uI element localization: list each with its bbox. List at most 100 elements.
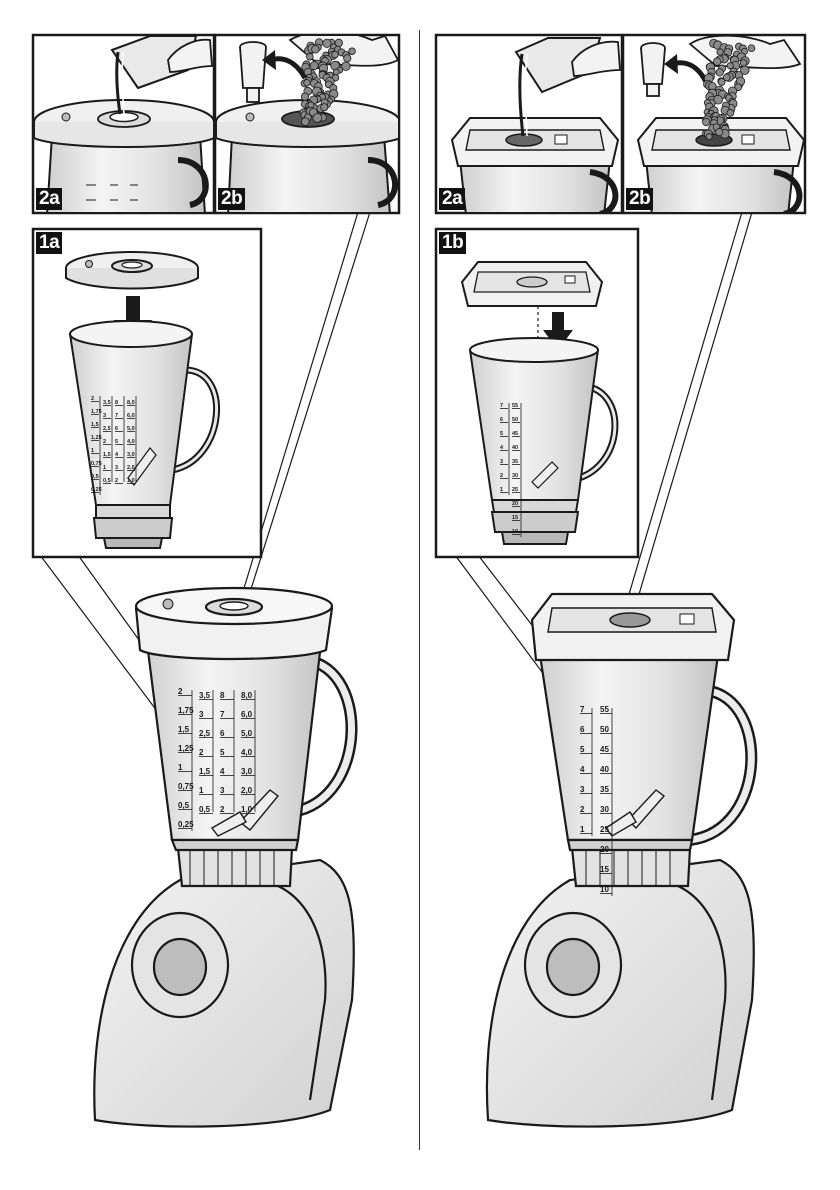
grain xyxy=(747,44,756,53)
scale-label: 45 xyxy=(512,431,518,437)
grain-stream xyxy=(702,38,756,140)
scale-label: 4 xyxy=(115,452,119,458)
scale-label: 35 xyxy=(600,785,609,794)
measuring-cap-icon xyxy=(640,42,666,97)
measuring-cap-icon xyxy=(239,41,267,103)
step-label-1a: 1a xyxy=(36,232,63,254)
scale-label: 5 xyxy=(220,748,225,757)
grain xyxy=(343,54,352,63)
scale-label: 5 xyxy=(115,439,118,445)
scale-label: 1,0 xyxy=(127,478,135,484)
scale-label: 6 xyxy=(500,417,503,423)
scale-label: 30 xyxy=(512,473,518,479)
grain xyxy=(715,68,724,77)
step-label-2b-right: 2b xyxy=(626,188,654,210)
scale-label: 20 xyxy=(512,501,518,507)
grain xyxy=(715,128,724,137)
grain-stream xyxy=(299,38,356,126)
scale-label: 5 xyxy=(580,745,585,754)
scale-label: 7 xyxy=(220,710,225,719)
scale-label: 1,0 xyxy=(241,805,253,814)
grain xyxy=(712,57,722,66)
scale-label: 20 xyxy=(600,845,609,854)
grain xyxy=(300,92,310,101)
scale-label: 3 xyxy=(103,413,106,419)
scale-label: 25 xyxy=(512,487,518,493)
grain xyxy=(740,65,750,75)
scale-label: 2,0 xyxy=(127,465,135,471)
grain xyxy=(309,61,319,71)
grain xyxy=(300,117,310,126)
scale-label: 10 xyxy=(600,885,609,894)
scale-label: 8,0 xyxy=(241,691,253,700)
right-main-blender xyxy=(485,592,758,1128)
scale-label: 5,0 xyxy=(127,426,135,432)
scale-label: 0,5 xyxy=(178,801,190,810)
scale-label: 3 xyxy=(500,459,503,465)
scale-label: 2 xyxy=(199,748,204,757)
scale-label: 6 xyxy=(580,725,585,734)
scale-label: 2 xyxy=(178,687,183,696)
scale-label: 3 xyxy=(199,710,204,719)
scale-label: 7 xyxy=(580,705,585,714)
scale-label: 40 xyxy=(600,765,609,774)
scale-label: 4 xyxy=(220,767,225,776)
scale-label: 1,5 xyxy=(178,725,190,734)
grain xyxy=(726,109,735,117)
scale-label: 7 xyxy=(500,403,503,409)
grain xyxy=(722,73,731,82)
scale-label: 2,5 xyxy=(199,729,211,738)
scale-label: 3 xyxy=(115,465,118,471)
step-label-2a-left: 2a xyxy=(36,188,63,210)
scale-label: 8 xyxy=(220,691,225,700)
scale-label: 2 xyxy=(91,396,94,402)
scale-label: 1 xyxy=(91,448,94,454)
scale-label: 1 xyxy=(178,763,183,772)
scale-label: 25 xyxy=(600,825,609,834)
scale-label: 4 xyxy=(500,445,504,451)
grain xyxy=(306,52,314,61)
scale-label: 2 xyxy=(580,805,585,814)
grain xyxy=(739,59,748,67)
scale-label: 6,0 xyxy=(127,413,135,419)
grain xyxy=(320,103,329,112)
grain xyxy=(303,79,311,87)
center-divider xyxy=(419,30,420,1150)
grain xyxy=(726,62,734,70)
scale-label: 50 xyxy=(512,417,518,423)
scale-label: 4,0 xyxy=(241,748,253,757)
grain xyxy=(312,113,323,123)
scale-label: 15 xyxy=(512,515,518,521)
scale-label: 3,5 xyxy=(199,691,211,700)
grain xyxy=(322,38,332,48)
scale-label: 3,0 xyxy=(241,767,253,776)
step-label-1b: 1b xyxy=(439,232,467,254)
scale-label: 1,5 xyxy=(91,422,99,428)
scale-label: 2 xyxy=(115,478,118,484)
scale-label: 3,0 xyxy=(127,452,135,458)
grain xyxy=(716,48,724,56)
scale-label: 1,25 xyxy=(178,744,194,753)
scale-label: 4,0 xyxy=(127,439,135,445)
scale-label: 4 xyxy=(580,765,585,774)
scale-label: 10 xyxy=(512,529,518,535)
scale-label: 1 xyxy=(199,786,204,795)
grain xyxy=(702,117,711,127)
right-jar-1b xyxy=(468,337,619,545)
scale-label: 55 xyxy=(512,403,518,409)
scale-label: 8 xyxy=(115,400,118,406)
scale-label: 35 xyxy=(512,459,518,465)
scale-label: 6 xyxy=(115,426,118,432)
right-lid xyxy=(460,261,604,307)
scale-label: 0,75 xyxy=(178,782,194,791)
scale-label: 1,75 xyxy=(91,409,102,415)
scale-label: 45 xyxy=(600,745,609,754)
scale-label: 1,25 xyxy=(91,435,102,441)
left-main-blender xyxy=(93,586,358,1128)
scale-label: 2,0 xyxy=(241,786,253,795)
scale-label: 40 xyxy=(512,445,518,451)
scale-label: 2,5 xyxy=(103,426,111,432)
scale-label: 1,5 xyxy=(199,767,211,776)
